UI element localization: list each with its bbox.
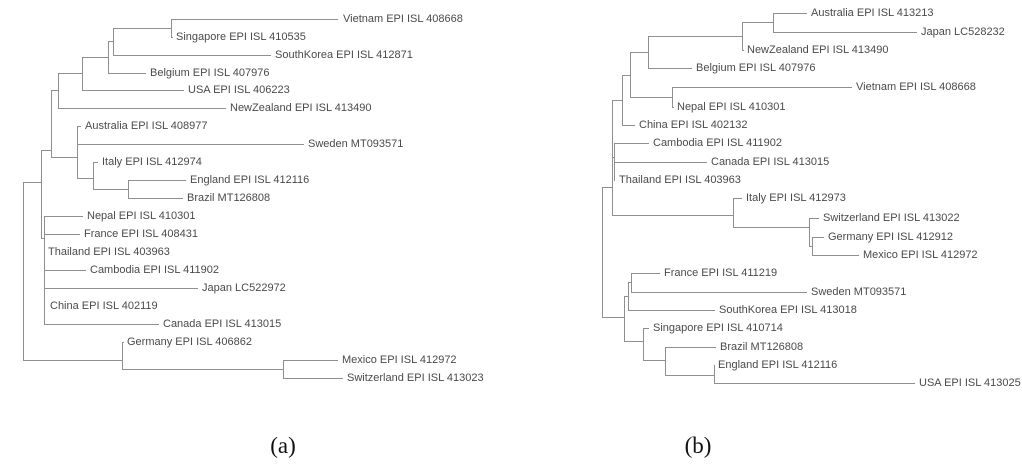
panel-caption-b: (b) bbox=[684, 433, 712, 458]
tree-b-branches bbox=[602, 13, 917, 384]
tree-a-branches bbox=[23, 19, 343, 379]
panel-caption-a: (a) bbox=[270, 433, 296, 458]
